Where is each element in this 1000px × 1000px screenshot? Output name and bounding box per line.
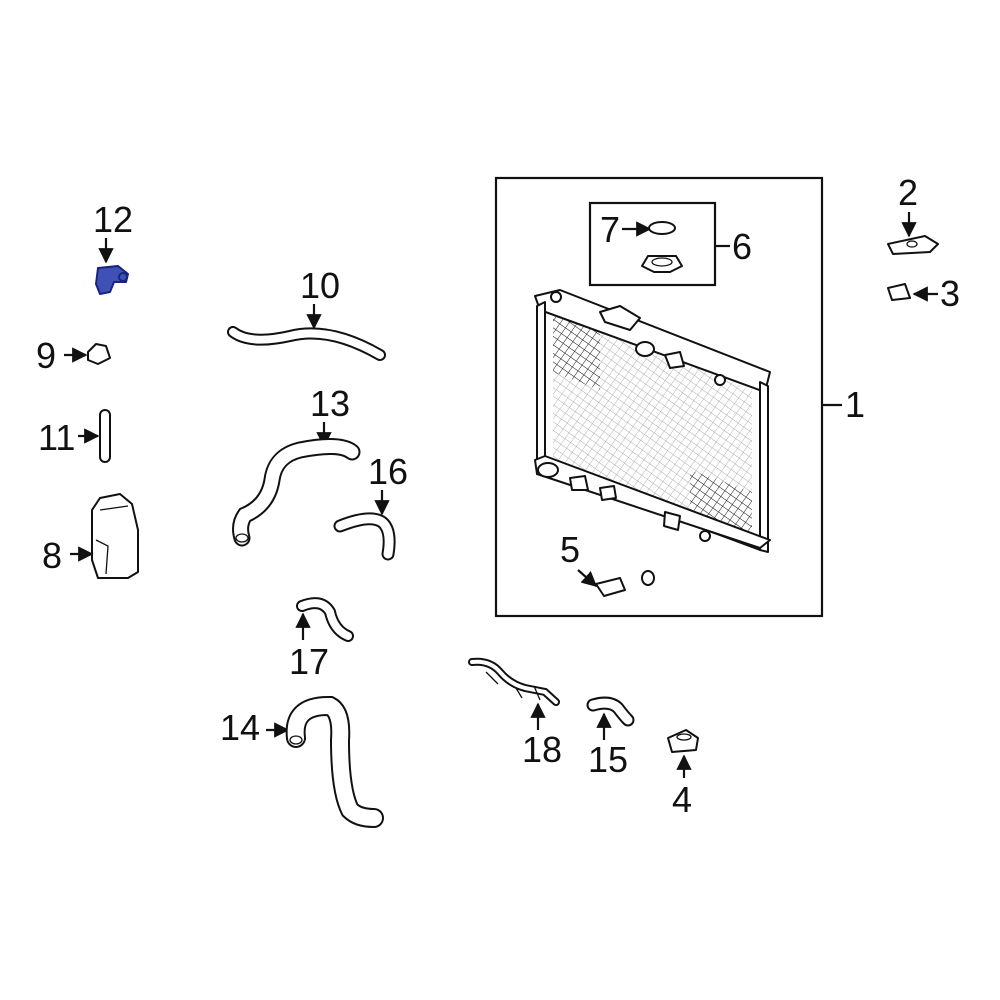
- callout-12: 12: [93, 199, 133, 240]
- radiator-cap-box: [588, 201, 717, 287]
- radiator-assembly-box: [494, 176, 824, 618]
- hose-part-14: [285, 696, 384, 828]
- callout-18: 18: [522, 729, 562, 770]
- callout-17: 17: [289, 641, 329, 682]
- bracket-part-2: [887, 235, 939, 255]
- hose-part-13: [232, 438, 361, 547]
- callout-9: 9: [36, 335, 56, 376]
- callout-3: 3: [940, 273, 960, 314]
- callout-13: 13: [310, 383, 350, 424]
- callout-1: 1: [845, 384, 865, 425]
- callout-16: 16: [368, 451, 408, 492]
- drain-plug-part-5: [595, 570, 655, 597]
- hose-part-10: [227, 326, 386, 361]
- callout-14: 14: [220, 707, 260, 748]
- cushion-part-4: [667, 729, 699, 753]
- callout-5: 5: [560, 529, 580, 570]
- radiator-core-part: [534, 289, 771, 553]
- callout-4: 4: [672, 779, 692, 820]
- clamp-part-12: [95, 265, 129, 295]
- hose-part-17: [296, 597, 354, 642]
- callout-8: 8: [42, 535, 62, 576]
- leader-5: [577, 569, 598, 588]
- o-ring-part-7: [648, 221, 676, 235]
- callout-7: 7: [600, 209, 620, 250]
- callout-15: 15: [588, 739, 628, 780]
- callout-10: 10: [300, 265, 340, 306]
- cushion-part-3: [887, 283, 911, 301]
- hose-part-16: [333, 512, 396, 561]
- radiator-cap-part: [641, 255, 683, 273]
- callout-6: 6: [732, 226, 752, 267]
- hose-part-15: [586, 696, 635, 727]
- reservoir-cap-part-9: [87, 343, 111, 365]
- pipe-part-18: [468, 657, 560, 706]
- callout-11: 11: [38, 417, 75, 458]
- reservoir-tank-part-8: [91, 493, 139, 579]
- callout-2: 2: [898, 172, 918, 213]
- hose-part-11: [99, 409, 111, 463]
